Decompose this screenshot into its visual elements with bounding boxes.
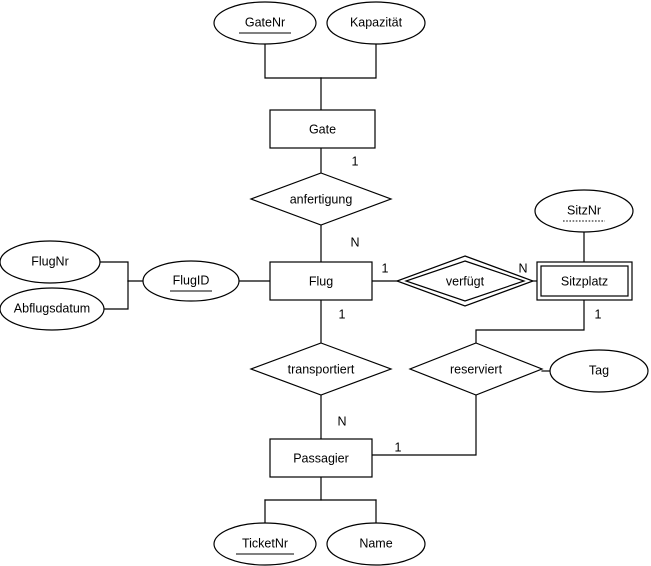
attribute-flugnr[interactable]: FlugNr [0,240,101,284]
cardinality-transportiert-passagier: N [337,414,346,428]
relationship-verfuegt[interactable]: verfügt [395,255,535,307]
entity-passagier-label: Passagier [293,451,349,465]
relationship-reserviert-label: reserviert [450,362,503,376]
entity-flug-label: Flug [309,274,333,288]
cardinality-verfuegt-sitzplatz: N [518,261,527,275]
attribute-abflugsdatum-ellipse[interactable] [0,287,105,331]
attribute-abflugsdatum-label: Abflugsdatum [14,301,90,315]
attribute-ticketnr[interactable]: TicketNr [213,522,317,566]
attribute-gatenr-label: GateNr [245,15,285,29]
relationship-transportiert-diamond[interactable] [249,342,393,396]
relationship-anfertigung-label: anfertigung [290,192,353,206]
relationship-verfuegt-diamond-outer[interactable] [395,255,535,307]
attribute-flugnr-label: FlugNr [31,254,69,268]
edge-flugnr-to-junction [99,261,129,282]
edge-sitzplatz-to-reserviert [475,299,585,344]
attribute-gatenr[interactable]: GateNr [213,1,317,45]
cardinality-layer: 1 N 1 N 1 N 1 1 [337,154,601,454]
attribute-sitznr[interactable]: SitzNr [534,189,634,233]
cardinality-sitzplatz-reserviert: 1 [595,307,602,321]
attribute-flugid[interactable]: FlugID [142,260,240,302]
relationship-transportiert[interactable]: transportiert [249,342,393,396]
attribute-flugid-ellipse[interactable] [142,260,240,302]
attribute-ticketnr-label: TicketNr [242,536,288,550]
entity-passagier-box[interactable] [269,438,373,478]
attribute-kapazitaet[interactable]: Kapazität [326,1,426,45]
entity-flug-box[interactable] [269,261,373,301]
relationship-transportiert-label: transportiert [288,362,355,376]
attribute-name[interactable]: Name [326,522,426,566]
relationship-reserviert-diamond[interactable] [408,342,544,396]
attribute-sitznr-ellipse[interactable] [534,189,634,233]
relationship-anfertigung[interactable]: anfertigung [249,172,393,226]
relationship-verfuegt-diamond-inner [404,260,526,302]
entity-flug[interactable]: Flug [269,261,373,301]
entity-sitzplatz-box-inner [540,265,629,297]
attribute-abflugsdatum[interactable]: Abflugsdatum [0,287,105,331]
cardinality-anfertigung-flug: N [350,235,359,249]
connector-layer [99,43,585,524]
entity-gate-box[interactable] [269,109,376,149]
relationship-reserviert[interactable]: reserviert [408,342,544,396]
attribute-name-ellipse[interactable] [326,522,426,566]
attribute-flugnr-ellipse[interactable] [0,240,101,284]
edge-abflugsdatum-to-junction [103,280,129,310]
attribute-flugid-label: FlugID [173,273,210,287]
attribute-tag-ellipse[interactable] [549,349,649,393]
cardinality-passagier-reserviert: 1 [395,440,402,454]
cardinality-flug-verfuegt: 1 [382,261,389,275]
edge-kapazitaet-to-junction [320,43,377,79]
entity-sitzplatz-box-outer[interactable] [536,261,633,301]
attribute-kapazitaet-ellipse[interactable] [326,1,426,45]
attribute-name-label: Name [359,536,392,550]
entity-gate[interactable]: Gate [269,109,376,149]
attribute-kapazitaet-label: Kapazität [350,15,403,29]
edge-reserviert-to-passagier [371,394,477,456]
attribute-tag-label: Tag [589,363,609,377]
attribute-tag[interactable]: Tag [549,349,649,393]
relationship-anfertigung-diamond[interactable] [249,172,393,226]
entity-sitzplatz[interactable]: Sitzplatz [536,261,633,301]
entity-sitzplatz-label: Sitzplatz [561,274,608,288]
entity-gate-label: Gate [309,122,336,136]
cardinality-flug-transportiert: 1 [339,307,346,321]
edge-gatenr-to-junction [264,43,322,79]
attribute-sitznr-label: SitzNr [567,203,601,217]
relationship-verfuegt-label: verfügt [446,274,485,288]
entity-passagier[interactable]: Passagier [269,438,373,478]
cardinality-gate-anfertigung: 1 [352,154,359,168]
